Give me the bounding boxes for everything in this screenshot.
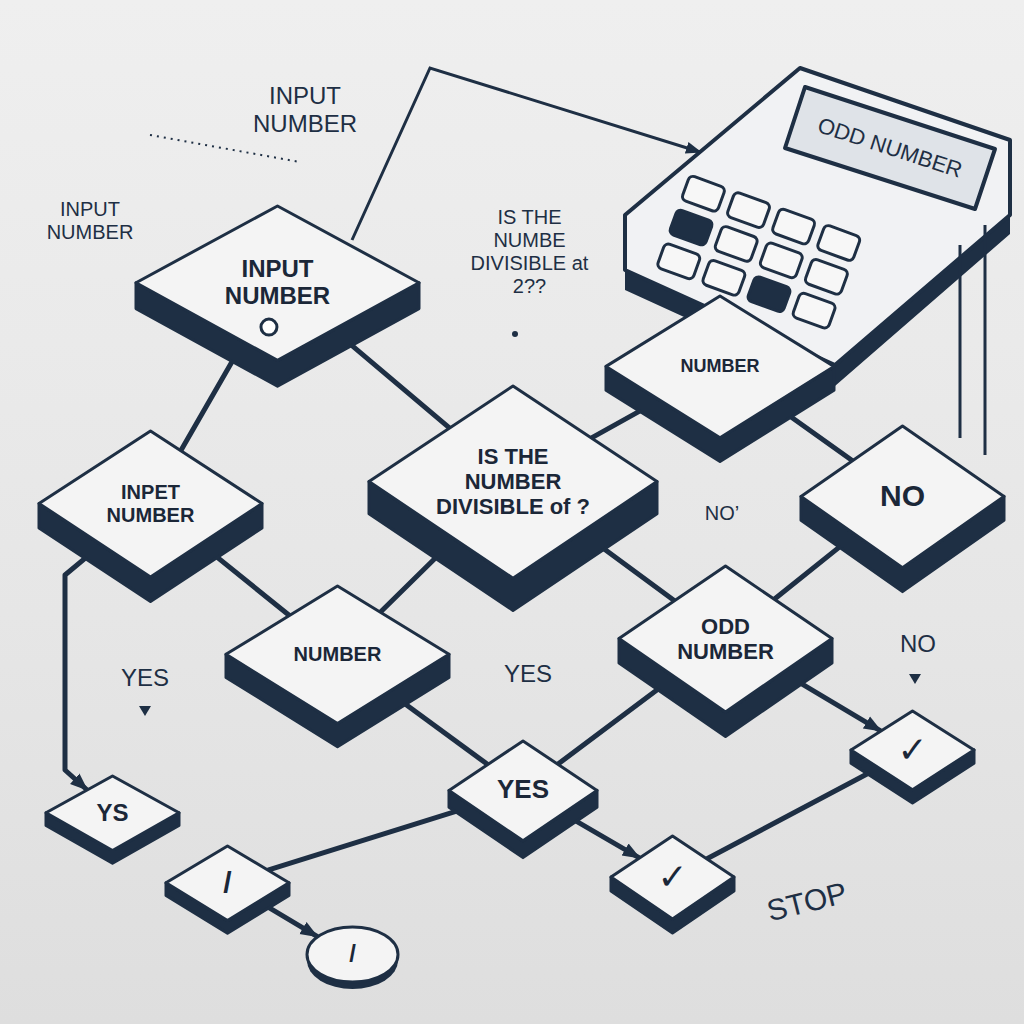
text-group: /	[326, 940, 378, 968]
terminal-ellipse: /	[305, 925, 400, 990]
connector	[65, 545, 101, 790]
connector	[708, 768, 879, 859]
process-tile: NUMBER	[225, 585, 450, 750]
ellipse-face	[307, 927, 398, 982]
text-group: INPET NUMBER	[89, 481, 213, 527]
tile-face	[606, 296, 834, 438]
node-text: YES	[482, 775, 565, 805]
node-text: NUMBER	[657, 356, 784, 377]
key	[681, 175, 726, 212]
text-group: ODD NUMBER	[666, 613, 784, 664]
text-label: STOP	[749, 872, 864, 932]
process-tile: /	[165, 845, 290, 935]
tile-face	[801, 426, 1004, 568]
key	[702, 259, 747, 296]
node-text: YS	[75, 799, 149, 827]
text-label: INPUT NUMBER	[30, 198, 150, 244]
tile-face	[39, 431, 262, 577]
node-text: NO	[846, 479, 959, 514]
dot	[512, 331, 518, 337]
calculator-screen	[785, 87, 995, 209]
key	[656, 243, 701, 280]
process-tile: YS	[45, 775, 180, 865]
key	[759, 242, 804, 279]
key	[726, 191, 771, 228]
text-label: NO	[886, 630, 950, 658]
process-tile: IS THE NUMBER DIVISIBLE of ?	[368, 385, 658, 615]
text-group: ✓	[878, 729, 947, 770]
text-group: NO	[846, 479, 959, 514]
node-text: ✓	[638, 856, 707, 897]
node-text: ✓	[878, 729, 947, 770]
node-text: INPET NUMBER	[89, 481, 213, 527]
key	[714, 225, 759, 262]
text-label: NO’	[692, 502, 752, 525]
pointer-mark	[139, 706, 151, 716]
connector	[269, 806, 472, 870]
process-tile: INPUT NUMBER	[135, 205, 420, 390]
tile-face	[136, 206, 419, 360]
process-tile: NO	[800, 425, 1005, 595]
tile-face	[619, 566, 832, 712]
node-text: NUMBER	[276, 643, 400, 666]
process-tile: ✓	[610, 835, 735, 935]
node-text: ODD NUMBER	[666, 613, 784, 664]
tile-face	[851, 711, 974, 790]
key	[792, 292, 837, 329]
calculator-keys	[656, 175, 861, 329]
button-ring	[261, 319, 277, 335]
key	[804, 258, 849, 295]
key	[816, 224, 861, 261]
tile-face	[166, 846, 289, 921]
key	[771, 208, 816, 245]
text-group: YS	[75, 799, 149, 827]
text-group: ✓	[638, 856, 707, 897]
tile-outline	[605, 295, 835, 465]
process-tile: INPET NUMBER	[38, 430, 263, 605]
pointer-mark	[909, 674, 921, 684]
text-group: INPUT NUMBER	[199, 255, 356, 310]
process-tile: YES	[448, 740, 598, 860]
text-group: YES	[482, 775, 565, 805]
node-text: INPUT NUMBER	[199, 255, 356, 310]
text-group: /	[193, 866, 262, 901]
return-line	[959, 245, 962, 438]
tile-face	[46, 776, 179, 851]
key	[669, 209, 714, 246]
text-label: ODD NUMBER	[810, 111, 970, 185]
return-line	[984, 225, 987, 455]
dotted-line	[150, 135, 300, 162]
node-text: IS THE NUMBER DIVISIBLE of ?	[433, 444, 593, 520]
tile-face	[611, 836, 734, 919]
node-text: /	[193, 866, 262, 901]
process-tile: NUMBER	[605, 295, 835, 465]
text-group: NUMBER	[276, 643, 400, 666]
tile-face	[226, 586, 449, 724]
text-label: INPUT NUMBER	[225, 82, 385, 137]
tile-outline	[225, 585, 450, 750]
tile-face	[369, 386, 657, 578]
key	[747, 275, 792, 312]
text-group: IS THE NUMBER DIVISIBLE of ?	[433, 444, 593, 520]
tile-face	[449, 741, 597, 841]
process-tile: ✓	[850, 710, 975, 805]
process-tile: ODD NUMBER	[618, 565, 833, 740]
text-label: YES	[108, 664, 182, 692]
node-text: /	[326, 940, 378, 968]
text-label: YES	[488, 660, 568, 688]
text-group: NUMBER	[657, 356, 784, 377]
text-label: IS THE NUMBE DIVISIBLE at 2??	[467, 206, 592, 298]
